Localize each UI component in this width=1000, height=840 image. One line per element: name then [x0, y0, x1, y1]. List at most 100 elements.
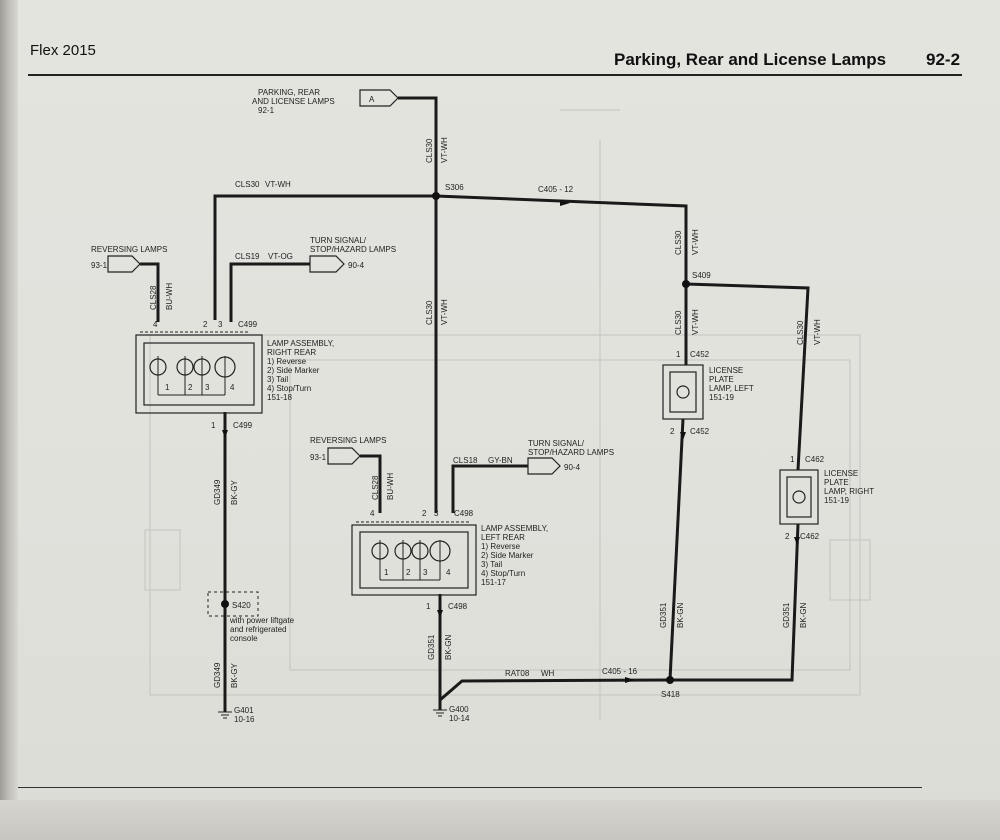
- label-gd351-left: GD351: [427, 634, 436, 660]
- svg-text:LAMP, LEFT: LAMP, LEFT: [709, 384, 754, 393]
- svg-text:4) Stop/Turn: 4) Stop/Turn: [481, 569, 525, 578]
- label-s306: S306: [445, 183, 464, 192]
- svg-text:console: console: [230, 634, 258, 643]
- svg-text:10-14: 10-14: [449, 714, 470, 723]
- label-c405-12: C405 - 12: [538, 185, 574, 194]
- label-cls30-mid: CLS30: [425, 300, 434, 325]
- svg-text:C462: C462: [800, 532, 820, 541]
- label-vtog: VT-OG: [268, 252, 293, 261]
- svg-text:2: 2: [422, 509, 427, 518]
- svg-text:151-18: 151-18: [267, 393, 292, 402]
- svg-text:A: A: [369, 95, 375, 104]
- label-reversing-left: REVERSING LAMPS: [310, 436, 386, 445]
- flow-arrows: [222, 200, 800, 683]
- label-vtwh-mid: VT-WH: [440, 299, 449, 325]
- page-bottom-edge: [0, 800, 1000, 840]
- svg-text:10-16: 10-16: [234, 715, 255, 724]
- license-lamp-left: [662, 364, 704, 420]
- label-reversing-right: REVERSING LAMPS: [91, 245, 167, 254]
- svg-text:3) Tail: 3) Tail: [267, 375, 288, 384]
- label-turn-right-2: STOP/HAZARD LAMPS: [310, 245, 396, 254]
- header-rule: [28, 74, 962, 76]
- label-bkgn-lic-right: BK-GN: [799, 602, 808, 628]
- header-page-number: 92-2: [926, 50, 961, 69]
- label-cls30-bus: CLS30: [235, 180, 260, 189]
- label-bkgn-left: BK-GN: [444, 634, 453, 660]
- svg-text:LICENSE: LICENSE: [824, 469, 858, 478]
- label-gd351-lic-left: GD351: [659, 602, 668, 628]
- left-rear-title-2: LEFT REAR: [481, 533, 525, 542]
- svg-text:4) Stop/Turn: 4) Stop/Turn: [267, 384, 311, 393]
- label-s420: S420: [232, 601, 251, 610]
- bleed-through-artifacts: [144, 109, 871, 720]
- svg-text:2: 2: [670, 427, 675, 436]
- label-vtwh-top: VT-WH: [440, 137, 449, 163]
- svg-text:4: 4: [153, 320, 158, 329]
- label-cls18: CLS18: [453, 456, 478, 465]
- label-vtwh-lic-left: VT-WH: [691, 309, 700, 335]
- label-cls30-lic-right: CLS30: [796, 320, 805, 345]
- svg-text:C452: C452: [690, 427, 710, 436]
- offpage-turn-right: [309, 255, 345, 273]
- svg-text:1) Reverse: 1) Reverse: [481, 542, 521, 551]
- svg-text:with power liftgate: with power liftgate: [229, 616, 295, 625]
- svg-text:2: 2: [188, 383, 193, 392]
- svg-text:LAMP, RIGHT: LAMP, RIGHT: [824, 487, 874, 496]
- svg-text:151-19: 151-19: [824, 496, 849, 505]
- ground-g400-symbol: [433, 709, 447, 717]
- diagram-labels: PARKING, REAR AND LICENSE LAMPS 92-1 CLS…: [91, 88, 874, 724]
- ref-931-left: 93-1: [310, 453, 327, 462]
- svg-text:1: 1: [165, 383, 170, 392]
- label-gd349-upper: GD349: [213, 479, 222, 505]
- label-buwh-left: BU-WH: [386, 473, 395, 500]
- label-cls28-left: CLS28: [371, 475, 380, 500]
- svg-text:G400: G400: [449, 705, 469, 714]
- label-gd349-lower: GD349: [213, 662, 222, 688]
- svg-text:G401: G401: [234, 706, 254, 715]
- svg-text:151-17: 151-17: [481, 578, 506, 587]
- svg-text:C499: C499: [233, 421, 253, 430]
- svg-text:3: 3: [423, 568, 428, 577]
- label-cls19: CLS19: [235, 252, 260, 261]
- label-turn-right-1: TURN SIGNAL/: [310, 236, 367, 245]
- svg-text:151-19: 151-19: [709, 393, 734, 402]
- svg-text:2: 2: [785, 532, 790, 541]
- svg-text:1: 1: [426, 602, 431, 611]
- label-vtwh-s409: VT-WH: [691, 229, 700, 255]
- svg-text:1: 1: [676, 350, 681, 359]
- license-lamp-right: [779, 469, 819, 525]
- label-turn-left-2: STOP/HAZARD LAMPS: [528, 448, 614, 457]
- ref-a-line3: 92-1: [258, 106, 275, 115]
- footer-rule: [18, 787, 922, 788]
- label-rat08: RAT08: [505, 669, 530, 678]
- ref-931-right: 93-1: [91, 261, 108, 270]
- label-wh: WH: [541, 669, 555, 678]
- offpage-turn-left: [527, 457, 561, 475]
- ref-a-line1: PARKING, REAR: [258, 88, 320, 97]
- svg-text:1: 1: [790, 455, 795, 464]
- svg-text:C462: C462: [805, 455, 825, 464]
- s420-optional-box: [207, 591, 259, 617]
- label-bkgy-lower: BK-GY: [230, 662, 239, 688]
- lamp-assembly-left-rear: [351, 521, 477, 596]
- label-turn-left-1: TURN SIGNAL/: [528, 439, 585, 448]
- label-bkgy-upper: BK-GY: [230, 479, 239, 505]
- ref-904-right: 90-4: [348, 261, 365, 270]
- offpage-reversing-right: [107, 255, 141, 273]
- offpage-reversing-left: [327, 447, 361, 465]
- right-rear-title-1: LAMP ASSEMBLY,: [267, 339, 334, 348]
- svg-text:C498: C498: [448, 602, 468, 611]
- offpage-connector-a: A: [359, 89, 399, 107]
- svg-text:2) Side Marker: 2) Side Marker: [481, 551, 534, 560]
- svg-text:C499: C499: [238, 320, 258, 329]
- label-s418: S418: [661, 690, 680, 699]
- svg-text:PLATE: PLATE: [709, 375, 734, 384]
- right-rear-title-2: RIGHT REAR: [267, 348, 316, 357]
- label-c405-16: C405 - 16: [602, 667, 638, 676]
- svg-text:2) Side Marker: 2) Side Marker: [267, 366, 320, 375]
- svg-text:1: 1: [211, 421, 216, 430]
- page-binding-shadow: [0, 0, 18, 840]
- label-cls28-right: CLS28: [149, 285, 158, 310]
- svg-text:3: 3: [205, 383, 210, 392]
